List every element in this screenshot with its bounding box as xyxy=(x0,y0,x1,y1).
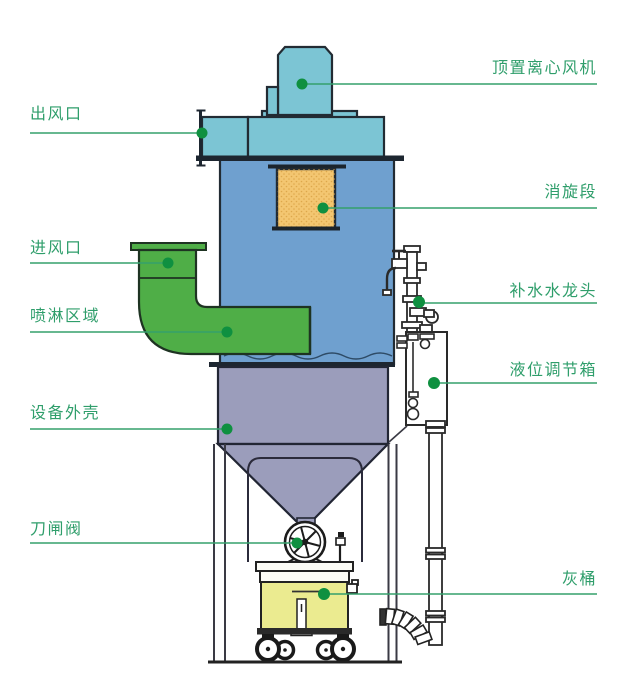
anchor-air-inlet xyxy=(162,257,174,269)
label-knife-gate-valve: 刀闸阀 xyxy=(30,521,83,538)
water-line xyxy=(223,352,393,360)
fan-base-flange xyxy=(196,155,404,161)
label-air-outlet: 出风口 xyxy=(30,106,83,123)
float-ball xyxy=(406,407,420,421)
anchor-ash-bucket xyxy=(318,588,330,600)
leader-lines xyxy=(30,83,597,595)
valve-stand-frame xyxy=(247,457,363,562)
anchor-knife-gate-valve xyxy=(291,537,303,549)
label-spray-zone: 喷淋区域 xyxy=(30,308,101,325)
caster-wheels xyxy=(255,634,356,662)
level-box-brace xyxy=(388,425,408,443)
tap-spout xyxy=(391,258,408,269)
flexible-hose xyxy=(379,607,433,646)
valve-lever xyxy=(335,532,346,561)
fan-housing-left xyxy=(200,115,250,159)
anchor-level-box xyxy=(428,377,440,389)
deswirl-section xyxy=(268,164,346,231)
pipe-coupling xyxy=(425,610,446,623)
drain-pipe xyxy=(425,420,446,646)
anchor-equipment-shell xyxy=(221,423,233,435)
label-level-box: 液位调节箱 xyxy=(509,362,597,379)
anchor-top-fan xyxy=(296,78,308,90)
anchor-deswirl-section xyxy=(317,202,329,214)
fan-housing-main xyxy=(246,115,386,159)
label-air-inlet: 进风口 xyxy=(30,240,83,257)
label-water-tap: 补水水龙头 xyxy=(509,283,597,300)
cart-base xyxy=(257,628,352,635)
level-box-fittings xyxy=(396,333,435,421)
ash-bucket-cart xyxy=(255,561,359,662)
level-adjustment-box xyxy=(396,331,448,426)
inlet-elbow xyxy=(130,242,312,356)
bucket-side-bracket xyxy=(346,579,359,594)
anchor-water-tap xyxy=(413,296,425,308)
fan-motor-tab xyxy=(265,85,280,117)
anchor-air-outlet xyxy=(196,127,208,139)
anchor-spray-zone xyxy=(221,326,233,338)
pipe-coupling xyxy=(425,547,446,560)
shell-flange xyxy=(209,362,395,367)
label-equipment-shell: 设备外壳 xyxy=(30,405,101,422)
label-top-fan: 顶置离心风机 xyxy=(491,60,597,77)
anchor-dots xyxy=(162,78,440,600)
label-deswirl-section: 消旋段 xyxy=(544,184,597,201)
float-ball xyxy=(407,397,419,409)
water-tap-assembly xyxy=(382,245,439,334)
label-ash-bucket: 灰桶 xyxy=(561,571,597,588)
equipment-shell xyxy=(215,365,391,562)
top-fan xyxy=(196,45,404,167)
